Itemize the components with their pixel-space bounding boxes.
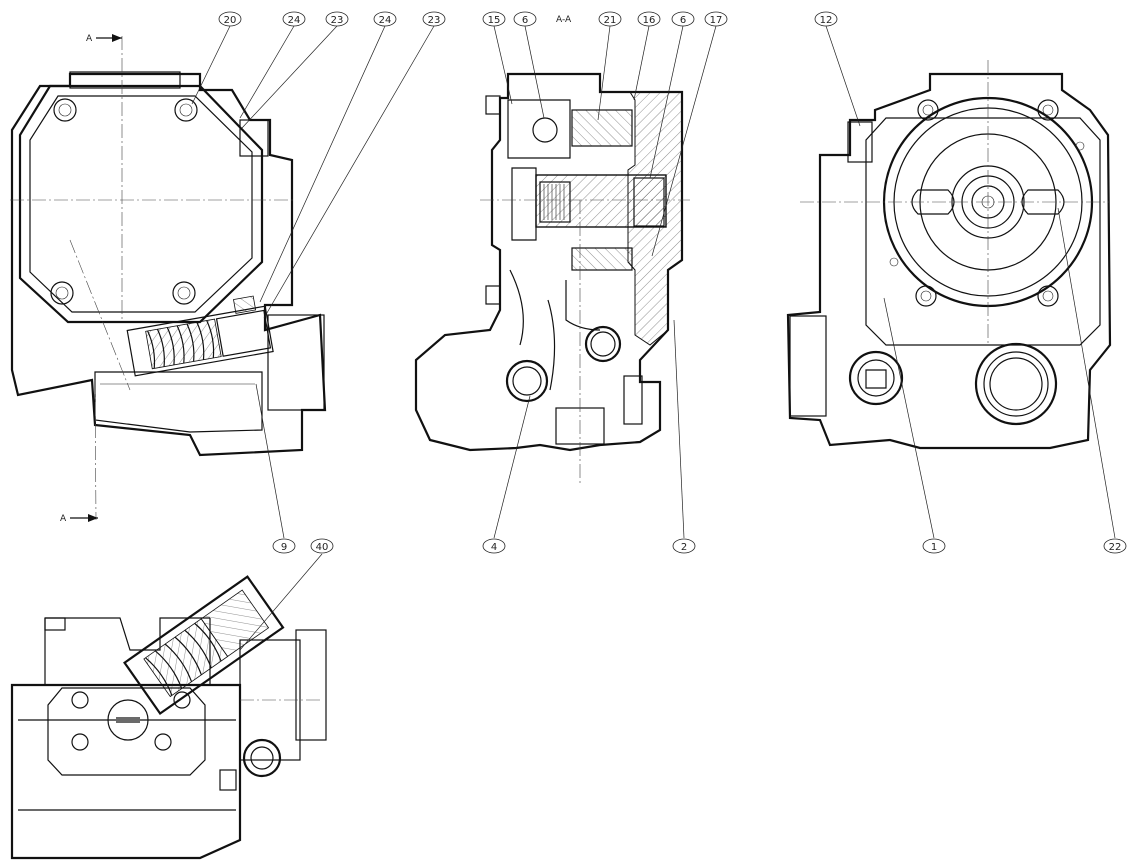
svg-text:12: 12: [820, 15, 833, 26]
callout-21: 21: [598, 11, 622, 27]
svg-text:9: 9: [281, 542, 287, 553]
svg-text:16: 16: [643, 15, 656, 26]
section-a-a-view: A-A: [414, 15, 690, 485]
svg-text:17: 17: [710, 15, 723, 26]
section-marker-top: A: [86, 34, 93, 44]
callout-24-right: 24: [373, 11, 397, 27]
callout-9: 9: [272, 538, 296, 554]
callout-20: 20: [218, 11, 242, 27]
callout-leaders: [191, 25, 1116, 651]
callout-16: 16: [637, 11, 661, 27]
callout-17: 17: [704, 11, 728, 27]
svg-text:23: 23: [428, 15, 441, 26]
callout-6-left: 6: [513, 11, 537, 27]
svg-text:6: 6: [680, 15, 686, 26]
callout-bubbles: 20 24 23 24 23 15 6 21 16 6 17 12 9 4 2 …: [218, 11, 1127, 554]
bottom-view: [10, 575, 327, 860]
callout-1: 1: [922, 538, 946, 554]
callout-24-left: 24: [282, 11, 306, 27]
svg-text:24: 24: [288, 15, 301, 26]
callout-12: 12: [814, 11, 838, 27]
svg-text:2: 2: [681, 542, 687, 553]
svg-text:22: 22: [1109, 542, 1122, 553]
callout-6-right: 6: [671, 11, 695, 27]
svg-text:23: 23: [331, 15, 344, 26]
svg-text:21: 21: [604, 15, 617, 26]
callout-22: 22: [1103, 538, 1127, 554]
svg-text:15: 15: [488, 15, 501, 26]
section-marker-bottom: A: [60, 514, 67, 524]
svg-text:20: 20: [224, 15, 237, 26]
right-front-view: [786, 60, 1112, 450]
callout-15: 15: [482, 11, 506, 27]
section-title: A-A: [556, 15, 572, 25]
left-side-view: A A: [10, 34, 327, 524]
svg-text:40: 40: [316, 542, 329, 553]
callout-2: 2: [672, 538, 696, 554]
callout-40: 40: [310, 538, 334, 554]
svg-text:24: 24: [379, 15, 392, 26]
callout-4: 4: [482, 538, 506, 554]
callout-23-right: 23: [422, 11, 446, 27]
svg-text:4: 4: [491, 542, 497, 553]
svg-text:1: 1: [931, 542, 937, 553]
svg-text:6: 6: [522, 15, 528, 26]
callout-23-left: 23: [325, 11, 349, 27]
